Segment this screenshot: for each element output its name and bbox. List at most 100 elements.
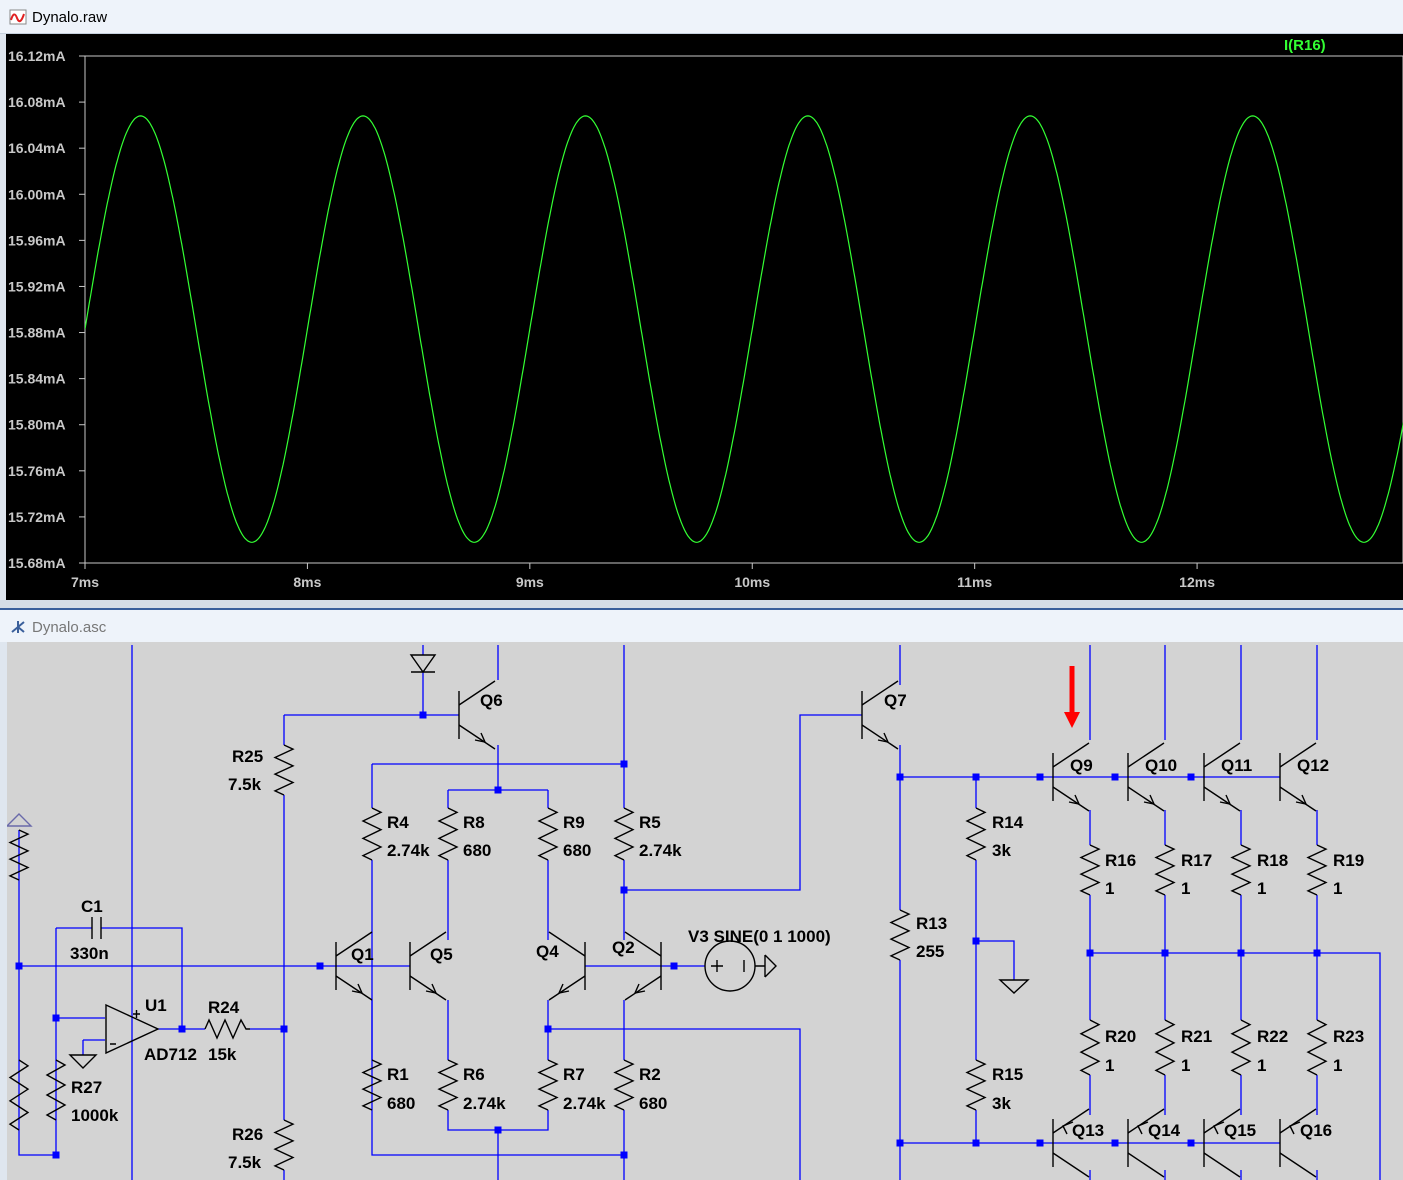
label-q11: Q11 <box>1221 756 1252 775</box>
resistor[interactable] <box>273 1119 295 1171</box>
x-tick-label: 7ms <box>71 574 99 590</box>
transistor-q15[interactable] <box>1203 1108 1241 1178</box>
resistor[interactable] <box>889 909 911 961</box>
junction-dot <box>1036 773 1044 781</box>
junction-dot <box>620 886 628 894</box>
junction-dot <box>316 962 324 970</box>
label-q10: Q10 <box>1145 756 1177 775</box>
junction-dot <box>1111 773 1119 781</box>
transistor-q13[interactable] <box>1052 1108 1090 1178</box>
label-c1: C1 <box>81 897 103 916</box>
junction-dot <box>620 1151 628 1159</box>
resistor[interactable] <box>1154 844 1176 896</box>
junction-dot <box>670 962 678 970</box>
resistor[interactable] <box>1306 844 1328 896</box>
label-r2: R2 <box>639 1065 661 1084</box>
x-tick-label: 9ms <box>516 574 544 590</box>
transistor-q14[interactable] <box>1127 1108 1165 1178</box>
transistor-q12[interactable] <box>1279 742 1317 812</box>
waveform-icon <box>9 9 27 25</box>
label-r9: R9 <box>563 813 585 832</box>
label-r8: R8 <box>463 813 485 832</box>
resistor-r24[interactable] <box>204 1018 250 1040</box>
transistor-q9[interactable] <box>1052 742 1090 812</box>
y-tick-label: 15.76mA <box>8 463 66 479</box>
junction-dot <box>52 1151 60 1159</box>
transistor-q11[interactable] <box>1203 742 1241 812</box>
trace-i-r16[interactable] <box>85 115 1403 543</box>
resistor[interactable] <box>1230 1019 1252 1076</box>
junction-dot <box>1237 949 1245 957</box>
label-r14v: 3k <box>992 841 1011 860</box>
label-r26: R26 <box>232 1125 263 1144</box>
y-tick-label: 15.96mA <box>8 232 66 248</box>
resistor[interactable] <box>613 807 635 861</box>
transistor-q4[interactable] <box>548 931 586 1001</box>
resistor[interactable] <box>45 1059 67 1121</box>
transistor-q1[interactable] <box>335 931 373 1001</box>
resistor[interactable] <box>273 744 295 796</box>
y-tick-label: 15.68mA <box>8 555 66 571</box>
y-tick-label: 15.72mA <box>8 509 66 525</box>
resistor[interactable] <box>437 1059 459 1111</box>
resistor-symbols <box>8 744 1328 1171</box>
label-r17: R17 <box>1181 851 1212 870</box>
label-r7: R7 <box>563 1065 585 1084</box>
junction-dot <box>972 1139 980 1147</box>
label-r18v: 1 <box>1257 879 1266 898</box>
x-tick-label: 8ms <box>293 574 321 590</box>
y-tick-label: 16.04mA <box>8 140 66 156</box>
resistor[interactable] <box>361 807 383 861</box>
trace-label[interactable]: I(R16) <box>1284 37 1326 54</box>
junction-dot <box>972 773 980 781</box>
transistor-q5[interactable] <box>409 931 447 1001</box>
plot-frame <box>84 55 1403 564</box>
resistor[interactable] <box>1230 844 1252 896</box>
label-u1v: AD712 <box>144 1045 197 1064</box>
resistor[interactable] <box>1079 1019 1101 1076</box>
waveform-window-titlebar[interactable]: Dynalo.raw <box>0 0 1403 34</box>
label-q15: Q15 <box>1224 1121 1256 1140</box>
resistor[interactable] <box>613 1059 635 1111</box>
label-u1: U1 <box>145 996 167 1015</box>
junction-dot <box>1111 1139 1119 1147</box>
transistor-q2[interactable] <box>624 931 662 1001</box>
misc-symbols <box>7 654 1030 1069</box>
transistor-q6[interactable] <box>458 680 496 750</box>
label-r22: R22 <box>1257 1027 1288 1046</box>
schematic-window-titlebar[interactable]: Dynalo.asc <box>0 608 1403 642</box>
resistor[interactable] <box>437 807 459 861</box>
label-r27: R27 <box>71 1078 102 1097</box>
waveform-chart[interactable]: 16.12mA16.08mA16.04mA16.00mA15.96mA15.92… <box>6 34 1403 600</box>
junction-dot <box>972 937 980 945</box>
resistor[interactable] <box>965 807 987 861</box>
resistor[interactable] <box>1306 1019 1328 1076</box>
transistor-q16[interactable] <box>1279 1108 1317 1178</box>
transistor-q7[interactable] <box>861 680 899 750</box>
junction-dot <box>1313 949 1321 957</box>
resistor[interactable] <box>1154 1019 1176 1076</box>
label-r5: R5 <box>639 813 661 832</box>
y-tick-label: 15.84mA <box>8 371 66 387</box>
transistor-q10[interactable] <box>1127 742 1165 812</box>
label-r25: R25 <box>232 747 263 766</box>
resistor[interactable] <box>537 1059 559 1111</box>
y-tick-label: 16.00mA <box>8 186 66 202</box>
label-q1: Q1 <box>351 945 374 964</box>
resistor[interactable] <box>361 1059 383 1111</box>
resistor[interactable] <box>965 1059 987 1111</box>
label-q5: Q5 <box>430 945 453 964</box>
y-tick-label: 15.88mA <box>8 325 66 341</box>
label-r7v: 2.74k <box>563 1094 606 1113</box>
resistor[interactable] <box>1079 844 1101 896</box>
resistor[interactable] <box>8 829 30 881</box>
transistor-symbols <box>335 680 1317 1178</box>
junction-dot <box>52 1014 60 1022</box>
opamp-u1-symbol <box>105 1003 160 1055</box>
resistor[interactable] <box>8 1059 30 1131</box>
label-r24: R24 <box>208 998 240 1017</box>
resistor[interactable] <box>537 807 559 861</box>
